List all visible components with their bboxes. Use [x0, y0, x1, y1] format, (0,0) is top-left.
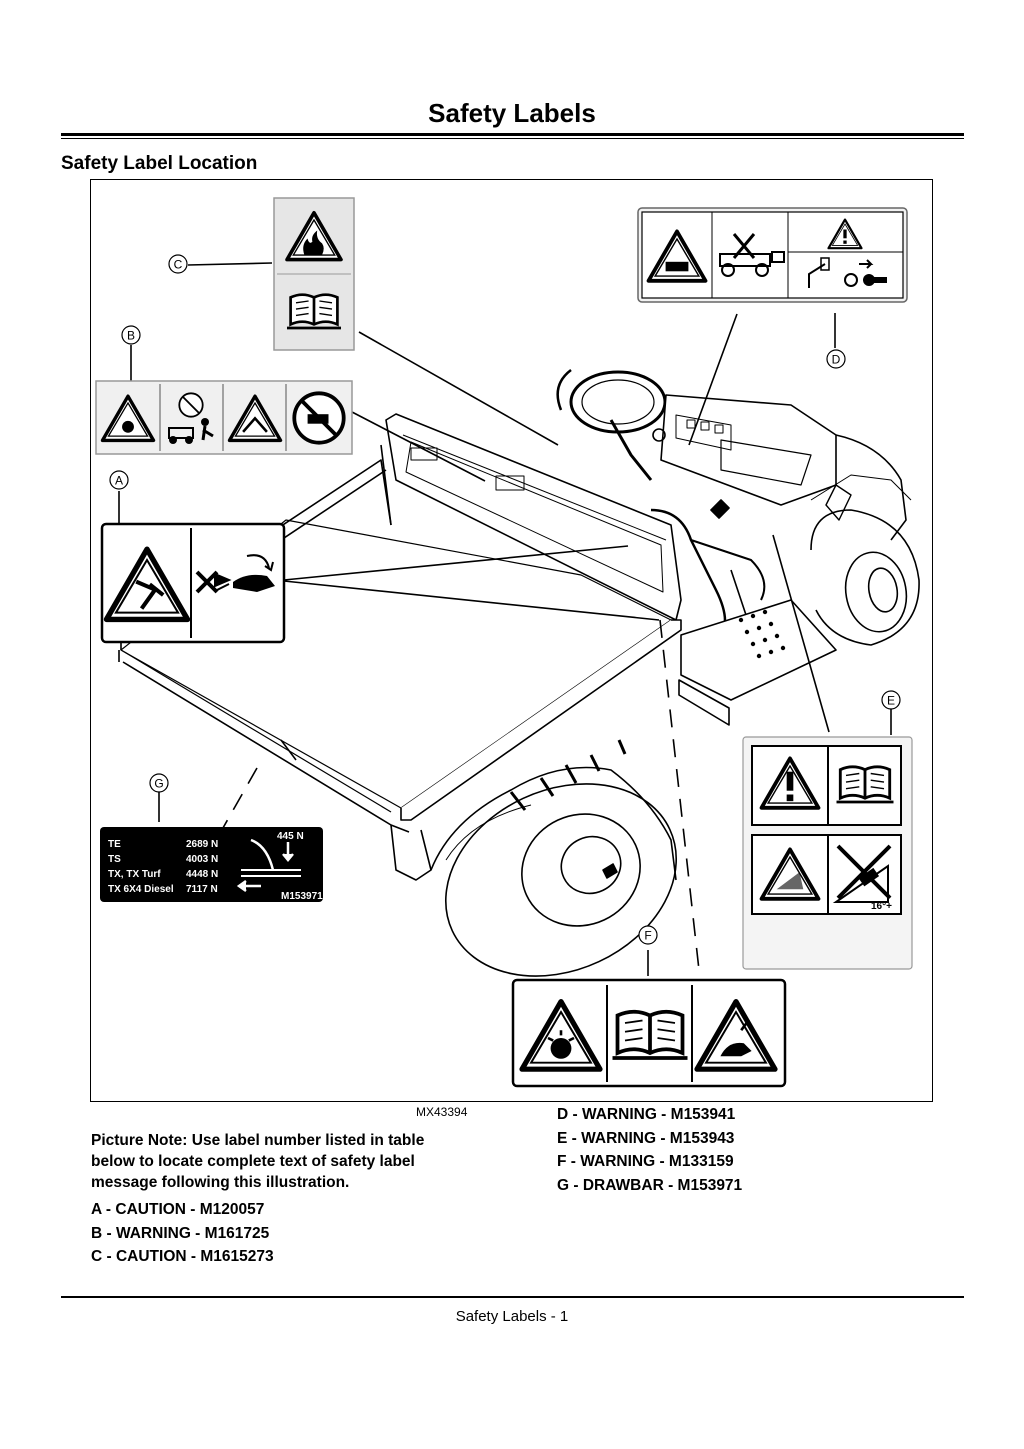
safety-label-g-drawbar: TE 2689 N TS 4003 N TX, TX Turf 4448 N T… — [100, 827, 323, 902]
safety-label-f — [511, 978, 787, 1088]
rollover-warning-icon — [227, 394, 283, 443]
remove-key-icon — [844, 259, 887, 287]
label-entry-e: E - WARNING - M153943 — [557, 1129, 735, 1147]
safety-label-e: 16°+ — [742, 736, 913, 970]
drawbar-load-te: 2689 N — [186, 839, 218, 850]
explosion-warning-icon — [100, 394, 156, 443]
label-entry-g: G - DRAWBAR - M153971 — [557, 1176, 743, 1194]
alert-icon — [759, 756, 821, 810]
no-riders-icon — [178, 392, 204, 418]
figure-code: MX43394 — [416, 1105, 468, 1119]
title-rule — [61, 133, 964, 136]
drawbar-model-tx6x4: TX 6X4 Diesel — [108, 884, 174, 895]
callout-b: B — [121, 325, 141, 345]
label-entry-f: F - WARNING - M133159 — [557, 1153, 734, 1170]
explosion-warning-icon — [522, 1002, 600, 1070]
manual-book-icon — [835, 765, 895, 804]
callout-g: G — [149, 773, 169, 793]
keep-hands-clear-icon — [195, 554, 275, 594]
drawbar-part-number: M153971 — [281, 891, 323, 902]
label-entry-a: A - CAUTION - M120057 — [91, 1201, 265, 1218]
svg-text:E: E — [887, 694, 895, 708]
picture-note: Picture Note: Use label number listed in… — [91, 1132, 425, 1191]
callout-a: A — [109, 470, 129, 490]
label-entry-b: B - WARNING - M161725 — [91, 1224, 270, 1242]
no-steep-slope-icon — [832, 844, 892, 903]
leader-lines — [118, 262, 892, 976]
drawbar-load-ts: 4003 N — [186, 854, 218, 865]
drawbar-model-tx: TX, TX Turf — [108, 869, 161, 880]
utility-vehicle-drawing — [118, 369, 920, 977]
label-list-left: A - CAUTION - M120057 B - WARNING - M161… — [91, 1198, 274, 1269]
tip-over-warning-icon — [759, 847, 821, 901]
label-entry-d: D - WARNING - M153941 — [557, 1106, 736, 1123]
callout-d: D — [826, 349, 846, 369]
drawbar-model-ts: TS — [108, 854, 121, 865]
drawbar-force: 445 N — [277, 831, 304, 842]
label-list-right: D - WARNING - M153941 E - WARNING - M153… — [557, 1103, 742, 1197]
safety-label-a — [100, 522, 286, 644]
drawbar-model-te: TE — [108, 839, 121, 850]
drawbar-load-tx: 4448 N — [186, 869, 218, 880]
safety-label-b — [95, 380, 353, 455]
no-cargo-passengers-icon — [719, 233, 785, 277]
safety-label-location-figure: C B A D E F G — [90, 179, 933, 1102]
label-entry-c: C - CAUTION - M1615273 — [91, 1248, 274, 1265]
svg-text:B: B — [127, 329, 135, 343]
slope-angle-text: 16°+ — [871, 901, 892, 912]
svg-text:G: G — [154, 777, 163, 791]
alert-icon — [827, 218, 863, 250]
page-title: Safety Labels — [428, 98, 596, 128]
svg-text:F: F — [644, 929, 651, 943]
vehicle-warning-icon — [646, 229, 708, 283]
manual-book-icon — [610, 1009, 690, 1060]
drawbar-load-tx6x4: 7117 N — [186, 884, 218, 895]
safety-label-c — [273, 197, 355, 351]
callout-e: E — [881, 690, 901, 710]
footer-rule — [61, 1296, 964, 1298]
manual-book-icon — [285, 293, 343, 330]
svg-text:A: A — [115, 474, 123, 488]
callout-f: F — [638, 925, 658, 945]
crush-hazard-icon — [107, 549, 188, 619]
chemical-burn-warning-icon — [697, 1002, 775, 1070]
parking-brake-icon — [808, 257, 830, 288]
callout-c: C — [168, 254, 188, 274]
svg-text:C: C — [174, 258, 183, 272]
section-heading: Safety Label Location — [61, 153, 258, 174]
drawbar-hitch-icon — [236, 838, 301, 893]
person-equipment-icon — [168, 418, 214, 444]
page-footer: Safety Labels - 1 — [455, 1308, 569, 1325]
no-passenger-icon — [292, 391, 346, 445]
title-rule-thin — [61, 138, 964, 139]
safety-label-d — [637, 207, 908, 303]
svg-text:D: D — [832, 353, 841, 367]
